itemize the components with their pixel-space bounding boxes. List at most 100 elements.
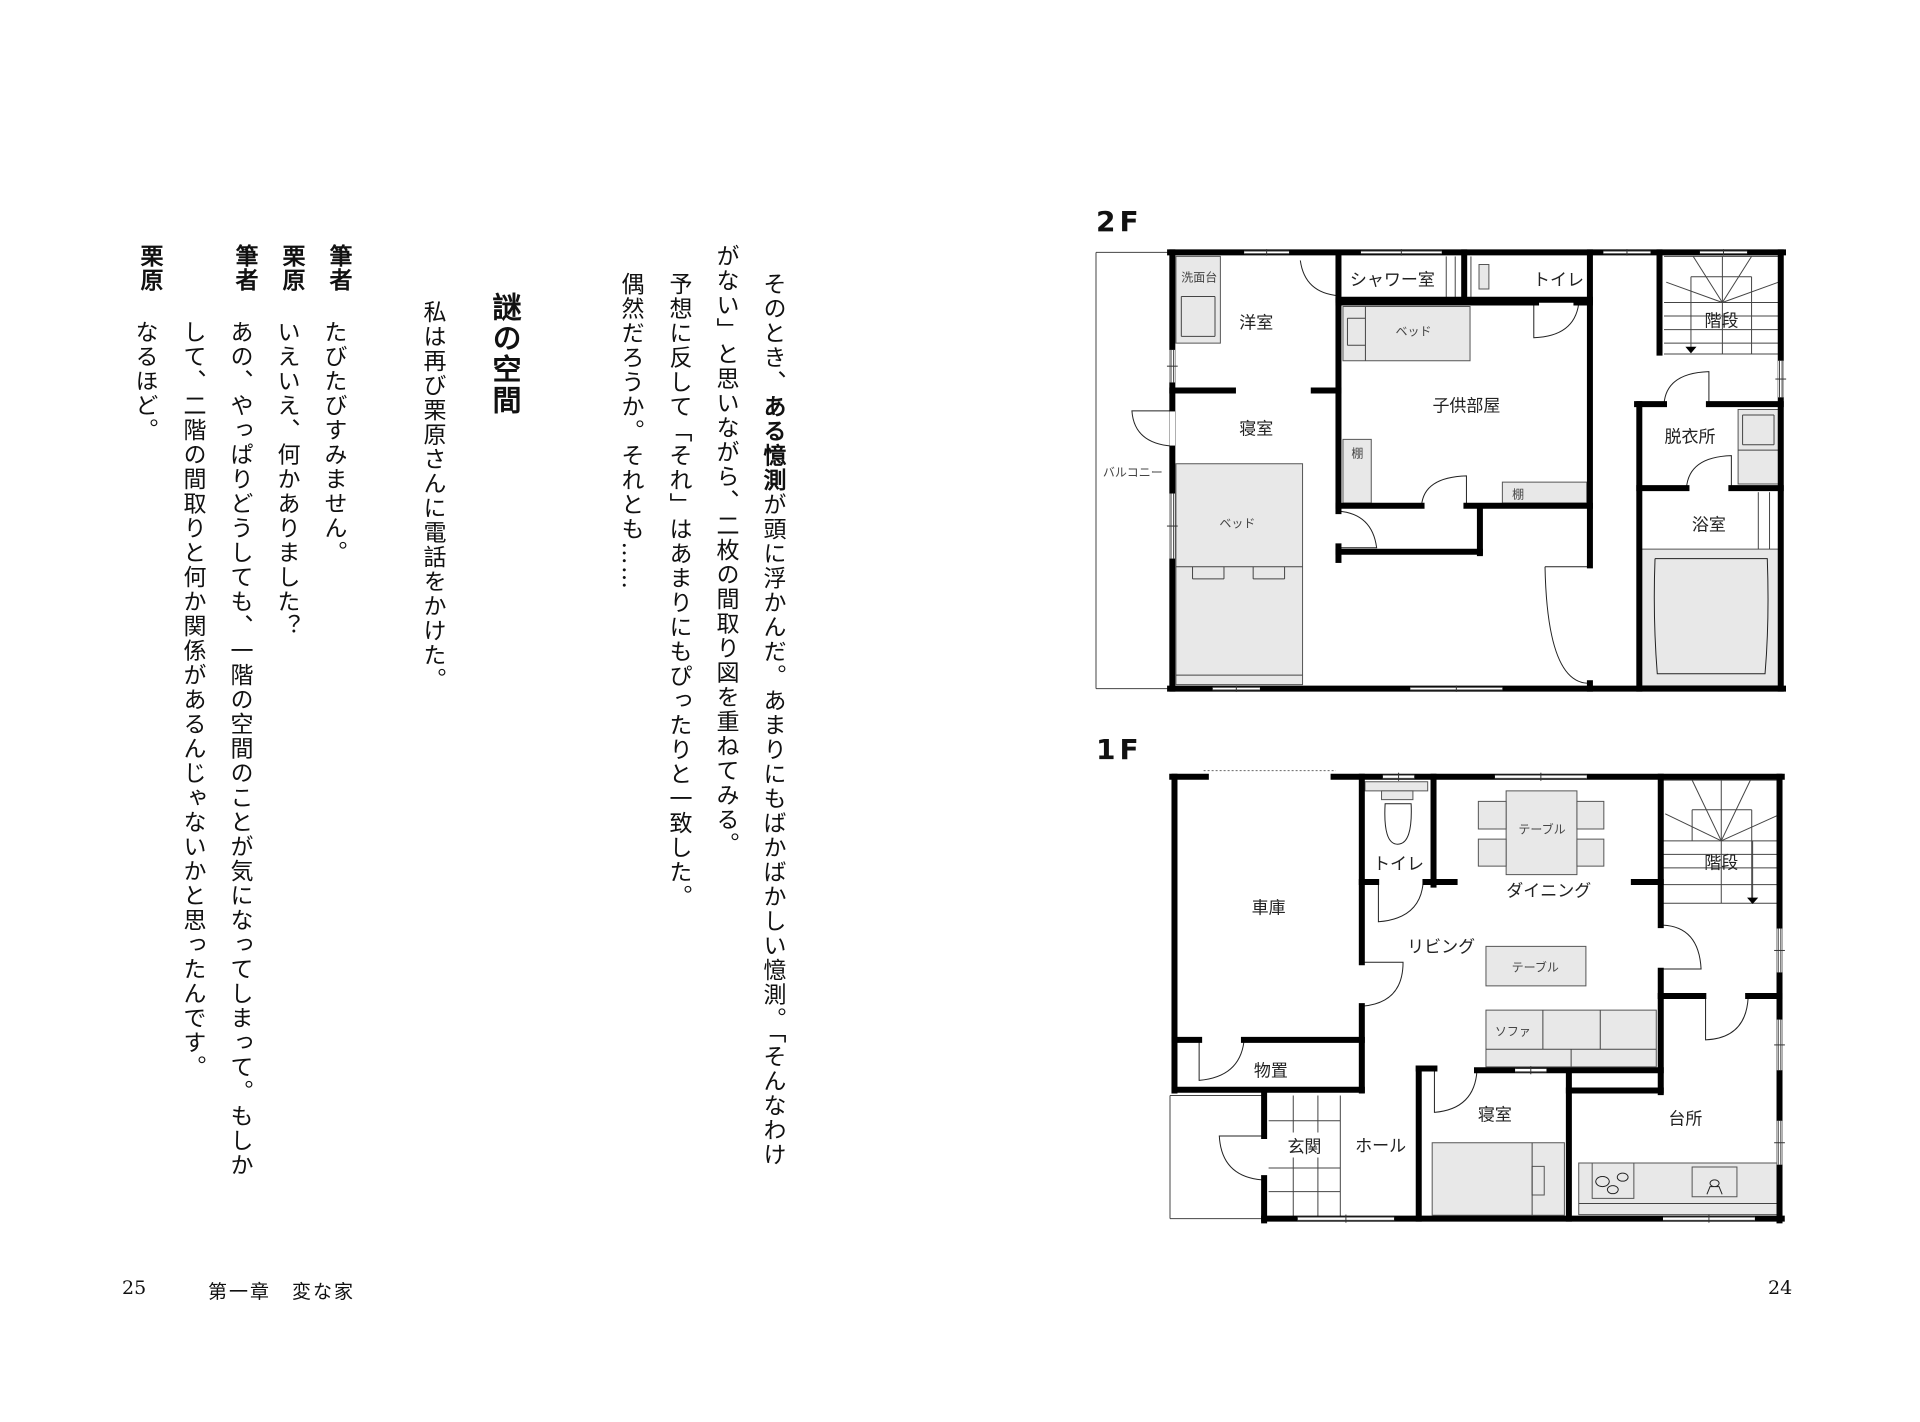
body-text: 予想に反して「それ」はあまりにもぴったりと一致した。 xyxy=(665,272,691,909)
furniture xyxy=(1532,1166,1544,1195)
fixture-line xyxy=(1666,282,1722,302)
fixture-line xyxy=(1721,816,1777,841)
room-label-bathroom: 浴室 xyxy=(1691,515,1726,536)
area-label-balcony: バルコニー xyxy=(1102,465,1163,480)
body-text: が頭に浮かんだ。あまりにもばかばかしい憶測。「そんなわけ xyxy=(759,492,785,1168)
body-column: 偶然だろうか。それとも…… xyxy=(617,272,643,591)
dialogue-line: あの、やっぱりどうしても、一階の空間のことが気になってしまって。もしか xyxy=(226,320,252,1178)
fixture-line xyxy=(1665,814,1721,841)
floor-plan-2f-drawing xyxy=(1096,251,1783,690)
room-label-bedroom: 寝室 xyxy=(1477,1105,1512,1126)
dialogue-speaker: 栗原 xyxy=(278,244,304,292)
furniture xyxy=(1343,307,1470,361)
furniture xyxy=(1478,839,1506,866)
room-label-shower-room: シャワー室 xyxy=(1349,270,1435,291)
fixture-line xyxy=(1721,780,1750,841)
furniture xyxy=(1343,439,1371,503)
stairs-down-arrow xyxy=(1686,347,1695,352)
room-label-bedroom: 寝室 xyxy=(1239,419,1274,440)
room-label-entrance: 玄関 xyxy=(1284,1132,1325,1158)
room-label-western-room: 洋室 xyxy=(1239,313,1274,334)
furniture xyxy=(1642,549,1779,686)
body-text: がない」と思いながら、二枚の間取り図を重ねてみる。 xyxy=(712,244,738,857)
fixture-line xyxy=(1692,780,1721,841)
room-label-garage: 車庫 xyxy=(1251,898,1286,919)
furniture xyxy=(1479,265,1489,289)
door-swing xyxy=(1422,476,1467,506)
furniture-label-table: テーブル xyxy=(1518,822,1566,837)
room-label-kitchen: 台所 xyxy=(1668,1109,1703,1130)
furniture xyxy=(1382,791,1413,800)
dialogue-line: たびたびすみません。 xyxy=(320,320,346,565)
body-column: そのとき、ある憶測が頭に浮かんだ。あまりにもばかばかしい憶測。「そんなわけ xyxy=(759,272,785,1168)
body-text: 偶然だろうか。それとも…… xyxy=(617,272,643,591)
door-swing xyxy=(1219,1136,1262,1180)
furniture xyxy=(1176,464,1303,685)
furniture xyxy=(1365,782,1428,791)
room-label-hall: ホール xyxy=(1355,1136,1407,1157)
floor-plan-1f: トイレ テーブル ダイニング 階段 車庫 リビング テーブル ソファ 物置 寝室… xyxy=(1170,770,1784,1222)
door-swing xyxy=(1596,1173,1628,1194)
furniture-label-shelf: 棚 xyxy=(1351,446,1364,461)
room-label-living: リビング xyxy=(1407,937,1476,958)
dialogue-line: いえいえ、何かありました？ xyxy=(273,320,299,639)
fixture-line xyxy=(1693,256,1722,302)
furniture xyxy=(1592,1163,1634,1198)
body-text: そのとき、 xyxy=(759,272,785,395)
room-label-kids-room: 子供部屋 xyxy=(1432,396,1501,417)
running-head: 第一章 変な家 xyxy=(208,1281,356,1303)
room-label-washstand: 洗面台 xyxy=(1181,270,1218,285)
furniture xyxy=(1738,410,1778,485)
furniture xyxy=(1478,801,1506,829)
furniture xyxy=(1577,839,1604,866)
floor-plan-1f-drawing xyxy=(1170,770,1784,1222)
furniture xyxy=(1506,791,1577,875)
room-label-toilet: トイレ xyxy=(1532,270,1584,291)
room-label-toilet: トイレ xyxy=(1373,854,1425,875)
furniture xyxy=(1176,256,1220,343)
page-number-right: 24 xyxy=(1768,1277,1793,1299)
body-column: がない」と思いながら、二枚の間取り図を重ねてみる。 xyxy=(712,244,738,857)
section-heading: 謎の空間 xyxy=(488,292,522,416)
door-swing xyxy=(1534,304,1579,338)
intro-text: 私は再び栗原さんに電話をかけた。 xyxy=(419,300,445,692)
door-swing xyxy=(1338,511,1376,548)
door-swing xyxy=(1545,567,1590,684)
dialogue-line: して、二階の間取りと何か関係があるんじゃないかと思ったんです。 xyxy=(179,320,205,1080)
door-swing xyxy=(1300,260,1338,295)
room-label-dressing-room: 脱衣所 xyxy=(1664,427,1716,448)
floor-plan-2f: 洗面台 洋室 シャワー室 トイレ 階段 ベッド 子供部屋 寝室 脱衣所 棚 棚 … xyxy=(1096,251,1783,690)
furniture xyxy=(1486,946,1586,985)
door-swing xyxy=(1363,962,1403,1006)
fixture-line xyxy=(1722,282,1778,302)
door-swing xyxy=(1707,1180,1722,1195)
room-label-stairs: 階段 xyxy=(1704,853,1739,874)
furniture-label-bed: ベッド xyxy=(1395,324,1432,339)
door-swing xyxy=(1654,559,1768,674)
furniture xyxy=(1577,801,1604,829)
door-swing xyxy=(1385,804,1411,844)
door-swing xyxy=(1664,372,1709,405)
fixture-line xyxy=(1722,256,1751,302)
door-swing xyxy=(1199,1042,1244,1081)
door-gap xyxy=(1169,411,1176,446)
door-swing xyxy=(1378,881,1423,921)
door-swing xyxy=(1132,411,1172,446)
furniture-label-sofa: ソファ xyxy=(1494,1024,1531,1039)
room-label-storage: 物置 xyxy=(1253,1061,1288,1082)
furniture xyxy=(1692,1167,1737,1197)
floor-plan-title-1f: 1F xyxy=(1096,733,1143,766)
room-label-dining: ダイニング xyxy=(1506,881,1592,902)
door-swing xyxy=(1434,1070,1477,1112)
emphasis-text: ある憶測 xyxy=(759,394,785,493)
door-swing xyxy=(1686,456,1731,489)
page-number-left: 25 xyxy=(122,1277,147,1299)
floor-plan-title-2f: 2F xyxy=(1096,205,1143,238)
dialogue-speaker: 筆者 xyxy=(325,244,351,292)
stairs-down-arrow xyxy=(1748,898,1757,903)
door-swing xyxy=(1663,925,1701,969)
door-swing xyxy=(1706,998,1749,1040)
dialogue-line: なるほど。 xyxy=(131,320,157,443)
furniture-label-bed: ベッド xyxy=(1219,516,1256,531)
furniture-label-shelf: 棚 xyxy=(1512,487,1525,502)
